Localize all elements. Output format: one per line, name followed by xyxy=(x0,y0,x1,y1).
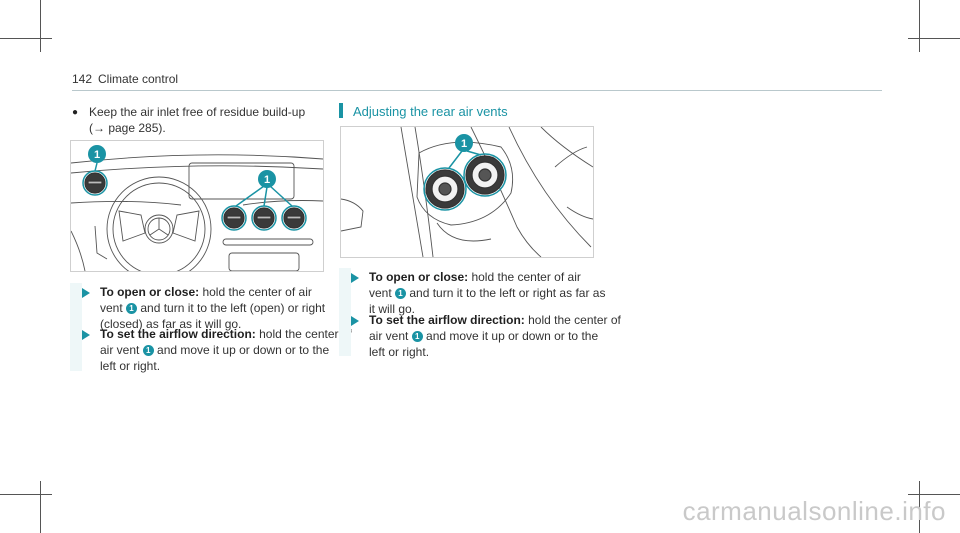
bullet-text-line2: (→ page 285). xyxy=(89,121,166,135)
callout-1-icon: 1 xyxy=(126,303,138,314)
instruction-text: hold the center of air xyxy=(468,270,581,284)
instruction-block xyxy=(70,283,82,371)
instruction-text: and move it up or down or to the xyxy=(153,343,330,357)
instruction-text: hold the center of xyxy=(524,313,621,327)
instruction-block xyxy=(339,268,351,356)
crop-mark xyxy=(919,481,920,533)
crop-mark xyxy=(40,481,41,533)
crop-mark xyxy=(0,38,52,39)
bullet-text-line1: Keep the air inlet free of residue build… xyxy=(89,105,306,119)
instruction-text: vent xyxy=(369,286,396,300)
instruction-text: and move it up or down or to the xyxy=(422,329,599,343)
instruction-text: left or right. xyxy=(369,345,430,359)
instruction-open-close: To open or close: hold the center of air… xyxy=(369,269,605,317)
instruction-text: vent xyxy=(100,301,127,315)
callout-1-icon xyxy=(258,170,276,188)
instruction-arrow-icon xyxy=(351,316,359,326)
crop-mark xyxy=(40,0,41,52)
instruction-arrow-icon xyxy=(82,288,90,298)
callout-1-label: 1 xyxy=(94,149,100,161)
callout-1-icon xyxy=(455,134,473,152)
callout-1-icon: 1 xyxy=(411,331,423,342)
callout-1-icon xyxy=(88,145,106,163)
crop-mark xyxy=(0,494,52,495)
instruction-heading: To set the airflow direction: xyxy=(369,313,525,327)
instruction-airflow: To set the airflow direction: hold the c… xyxy=(100,326,352,374)
crop-mark xyxy=(919,0,920,52)
instruction-text: hold the center of xyxy=(255,327,352,341)
callout-1-icon: 1 xyxy=(142,345,154,356)
instruction-text: and turn it to the left or right as far … xyxy=(406,286,606,300)
rear-vents-figure: 1 xyxy=(340,126,594,258)
callout-1-label: 1 xyxy=(264,174,270,186)
callout-1-label: 1 xyxy=(461,138,467,150)
instruction-arrow-icon xyxy=(351,273,359,283)
page-number: 142 xyxy=(72,72,93,86)
instruction-open-close: To open or close: hold the center of air… xyxy=(100,284,325,332)
instruction-text: hold the center of air xyxy=(199,285,312,299)
instruction-text: (closed) as far as it will go. xyxy=(100,317,242,331)
instruction-airflow: To set the airflow direction: hold the c… xyxy=(369,312,621,360)
instruction-text: air vent xyxy=(100,343,143,357)
instruction-text: left or right. xyxy=(100,359,161,373)
bullet-icon: ● xyxy=(72,107,79,118)
callout-1-icon: 1 xyxy=(395,288,407,299)
instruction-text: it will go. xyxy=(369,302,416,316)
dashboard-illustration: 1 1 xyxy=(71,145,323,271)
instruction-heading: To open or close: xyxy=(100,285,200,299)
instruction-text: and turn it to the left (open) or right xyxy=(137,301,326,315)
instruction-heading: To set the airflow direction: xyxy=(100,327,256,341)
rear-vents-illustration: 1 xyxy=(341,127,593,257)
instruction-text: air vent xyxy=(369,329,412,343)
dashboard-vents-figure: 1 1 xyxy=(70,140,324,272)
section-title: Adjusting the rear air vents xyxy=(353,104,508,119)
section-header: Climate control xyxy=(98,72,179,86)
crop-mark xyxy=(908,494,960,495)
section-marker xyxy=(339,103,343,118)
header-rule xyxy=(72,90,882,91)
crop-mark xyxy=(908,38,960,39)
instruction-heading: To open or close: xyxy=(369,270,469,284)
watermark: carmanualsonline.info xyxy=(682,496,946,526)
instruction-arrow-icon xyxy=(82,330,90,340)
